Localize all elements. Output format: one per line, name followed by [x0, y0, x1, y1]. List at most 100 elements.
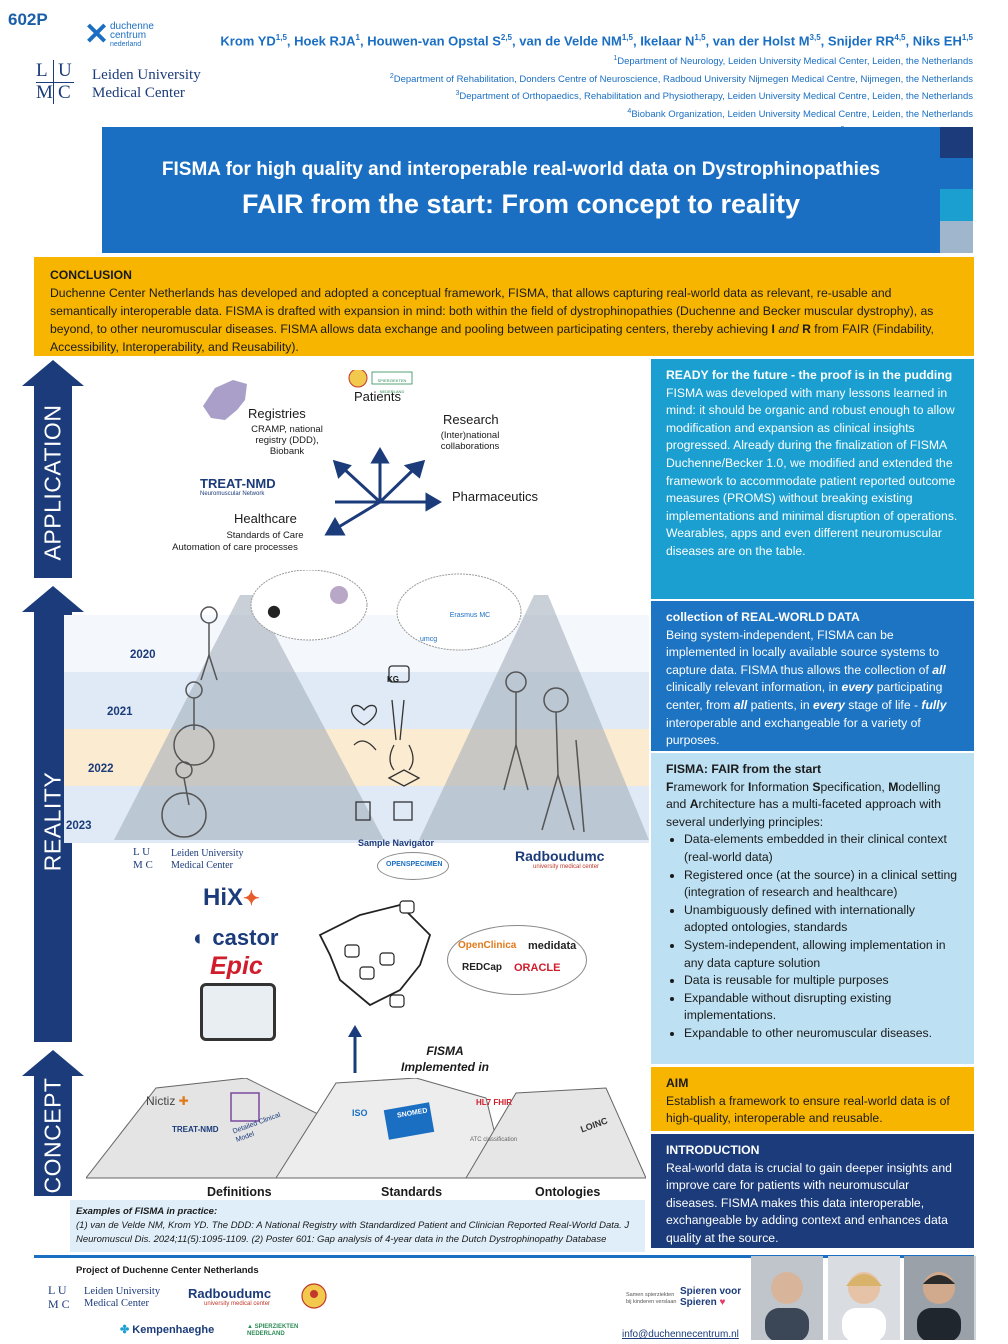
- lumc-letter: M: [36, 82, 53, 103]
- author-name: Houwen-van Opstal S: [367, 33, 501, 49]
- principle-item: Unambiguously defined with international…: [684, 902, 960, 937]
- fisma-text: rchitecture has a multi-faceted approach…: [666, 797, 942, 829]
- year-label: 2022: [88, 763, 114, 775]
- dcn-logo-line1: duchenne: [110, 21, 154, 32]
- atc-logo: ATC classification: [470, 1137, 518, 1143]
- affiliation-text: Department of Rehabilitation, Donders Ce…: [393, 73, 973, 85]
- spierziekten-logo: ▲ SPIERZIEKTEN NEDERLAND: [247, 1324, 307, 1338]
- affiliation-text: Department of Orthopaedics, Rehabilitati…: [459, 91, 973, 103]
- author-affiliation-ref: 2,5: [500, 33, 512, 42]
- rwd-text: participating center, from: [666, 680, 943, 712]
- healthcare-label: Healthcare: [234, 511, 297, 526]
- lumc-letter: C: [61, 1297, 70, 1311]
- lumc-letter: M: [48, 1297, 59, 1311]
- hl7-fhir-logo: HL7 FHIR: [476, 1098, 512, 1107]
- rwd-text: clinically relevant information, in: [666, 680, 842, 695]
- edc-systems-cloud: OpenClinica medidata REDCap ORACLE: [447, 925, 587, 995]
- netherlands-map-icon: [203, 380, 247, 420]
- book-right: [465, 1087, 646, 1179]
- fisma-impl-line1: FISMA: [426, 1044, 464, 1058]
- treat-nmd-logo: TREAT-NMD Neuromuscular Network: [200, 476, 276, 497]
- application-label: APPLICATION: [39, 404, 66, 561]
- rwd-text: patients, in: [747, 697, 814, 712]
- title-stripe: [940, 221, 973, 253]
- oracle-logo: ORACLE: [514, 962, 561, 974]
- principle-item: Registered once (at the source) in a cli…: [684, 867, 960, 902]
- knee-joint-icon: [391, 699, 405, 741]
- conclusion-em: I: [771, 322, 775, 336]
- tablet-icon: [200, 983, 276, 1041]
- lumc-name-line1: Leiden University: [171, 848, 244, 859]
- acronym-letter: M: [888, 779, 899, 794]
- contact-email-link[interactable]: info@duchennecentrum.nl: [622, 1329, 739, 1340]
- author-name: van de Velde NM: [519, 33, 622, 49]
- lumc-letter: L: [48, 1283, 55, 1297]
- author-name: Ikelaar N: [640, 33, 695, 49]
- iso-logo: ISO: [352, 1108, 368, 1118]
- author-name: Hoek RJA: [294, 33, 356, 49]
- watch-icon: [330, 586, 348, 604]
- patients-label: Patients: [354, 389, 401, 404]
- kg-label: KG: [387, 675, 399, 684]
- affiliation-text: Department of Neurology, Leiden Universi…: [617, 56, 973, 68]
- netherlands-data-map-icon: [318, 900, 432, 1008]
- duchenne-parent-project-logo: [348, 370, 368, 388]
- fisma-text: ramework for: [673, 779, 748, 794]
- author-photo: [904, 1256, 976, 1340]
- title-stripe: [940, 127, 973, 158]
- radboud-text: Radboudumc: [188, 1286, 272, 1301]
- author-list: Krom YD1,5, Hoek RJA1, Houwen-van Opstal…: [220, 33, 973, 49]
- dcn-logo-line3: nederland: [110, 41, 142, 48]
- author-name: Snijder RR: [827, 33, 895, 49]
- fisma-text: nformation: [751, 779, 813, 794]
- rwd-heading: collection of REAL-WORLD DATA: [666, 610, 860, 624]
- dcn-logo-line2: centrum: [110, 30, 147, 41]
- affiliation-line: 1Department of Neurology, Leiden Univers…: [200, 52, 973, 70]
- rwd-text: stage of life -: [844, 697, 922, 712]
- kempenhaeghe-text: Kempenhaeghe: [132, 1324, 215, 1336]
- intro-body: Real-world data is crucial to gain deepe…: [666, 1160, 952, 1245]
- thought-cloud-centers: [396, 573, 522, 651]
- epic-logo: Epic: [210, 952, 263, 980]
- concept-label: CONCEPT: [39, 1077, 66, 1194]
- fisma-acronym: Framework for Information Specification,…: [666, 779, 960, 832]
- title-stripe: [940, 158, 973, 189]
- rwd-em: every: [841, 680, 874, 695]
- medidata-logo: medidata: [528, 940, 577, 952]
- openspecimen-cloud: OPENSPECIMEN: [377, 852, 449, 880]
- affiliation-line: 2Department of Rehabilitation, Donders C…: [200, 70, 973, 88]
- lungs-icon: [389, 744, 414, 771]
- road-right: [419, 595, 649, 840]
- affiliation-text: Biobank Organization, Leiden University …: [631, 109, 973, 121]
- lumc-name-line1: Leiden University: [84, 1286, 161, 1297]
- arm-muscle-icon: [353, 740, 377, 751]
- school-report-icon: [393, 801, 413, 821]
- openspecimen-logo: OPENSPECIMEN: [386, 861, 443, 868]
- title-banner: FISMA for high quality and interoperable…: [102, 127, 940, 253]
- acronym-letter: F: [666, 779, 674, 794]
- healthcare-sublabel: Standards of Care: [226, 530, 304, 541]
- spierziekten-text: SPIERZIEKTEN NEDERLAND: [377, 378, 407, 394]
- conclusion-text: from FAIR (Findability, Accessibility, I…: [50, 322, 934, 354]
- nictiz-mark-icon: ✚: [175, 1094, 189, 1108]
- ready-panel: READY for the future - the proof is in t…: [651, 359, 974, 599]
- conclusion-heading: CONCLUSION: [50, 268, 132, 282]
- year-label: 2020: [130, 649, 156, 661]
- examples-box: Examples of FISMA in practice: (1) van d…: [70, 1200, 645, 1252]
- rwd-em: all: [733, 697, 748, 712]
- conclusion-text: Duchenne Center Netherlands has develope…: [50, 286, 934, 336]
- author-affiliation-ref: 1,5: [275, 33, 287, 42]
- reality-illustration: ●: [114, 570, 649, 840]
- hix-text: HiX: [203, 884, 244, 911]
- author-affiliation-ref: 1: [355, 33, 360, 42]
- acronym-letter: I: [747, 779, 752, 794]
- lumc-letter: M: [133, 859, 143, 871]
- lumc-letter: C: [58, 82, 71, 103]
- author-photo: [828, 1256, 900, 1340]
- ready-body: FISMA was developed with many lessons le…: [666, 385, 958, 558]
- rwd-em: every: [813, 697, 845, 712]
- author-affiliation-ref: 4,5: [894, 33, 906, 42]
- rwd-body: Being system-independent, FISMA can be i…: [666, 627, 960, 750]
- fisma-panel: FISMA: FAIR from the start Framework for…: [651, 753, 974, 1064]
